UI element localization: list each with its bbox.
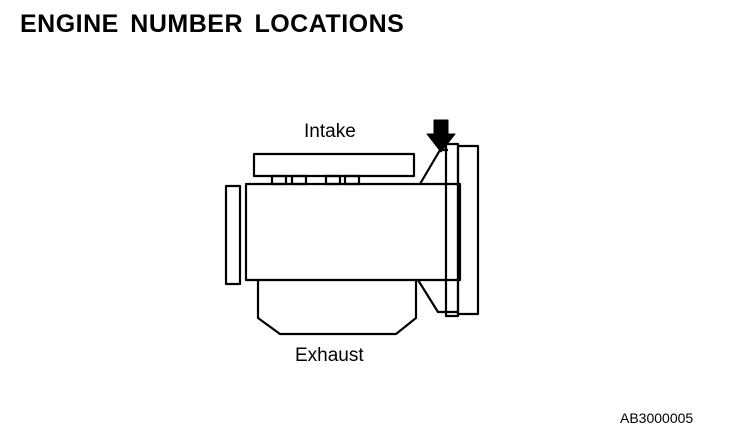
- front-pulley: [224, 184, 242, 286]
- intake-manifold: [252, 152, 416, 178]
- engine-block: [244, 182, 462, 282]
- page-title: ENGINE NUMBER LOCATIONS: [20, 10, 405, 38]
- engine-number-pad: [419, 148, 448, 185]
- bell-housing-plate: [444, 142, 460, 318]
- intake-label: Intake: [304, 121, 356, 142]
- intake-runners: [270, 174, 361, 186]
- exhaust-label: Exhaust: [295, 345, 364, 366]
- figure-code: AB3000005: [620, 410, 694, 426]
- exhaust-manifold: [256, 280, 418, 336]
- lower-bracket: [417, 279, 458, 314]
- arrow-down-icon: [426, 119, 456, 153]
